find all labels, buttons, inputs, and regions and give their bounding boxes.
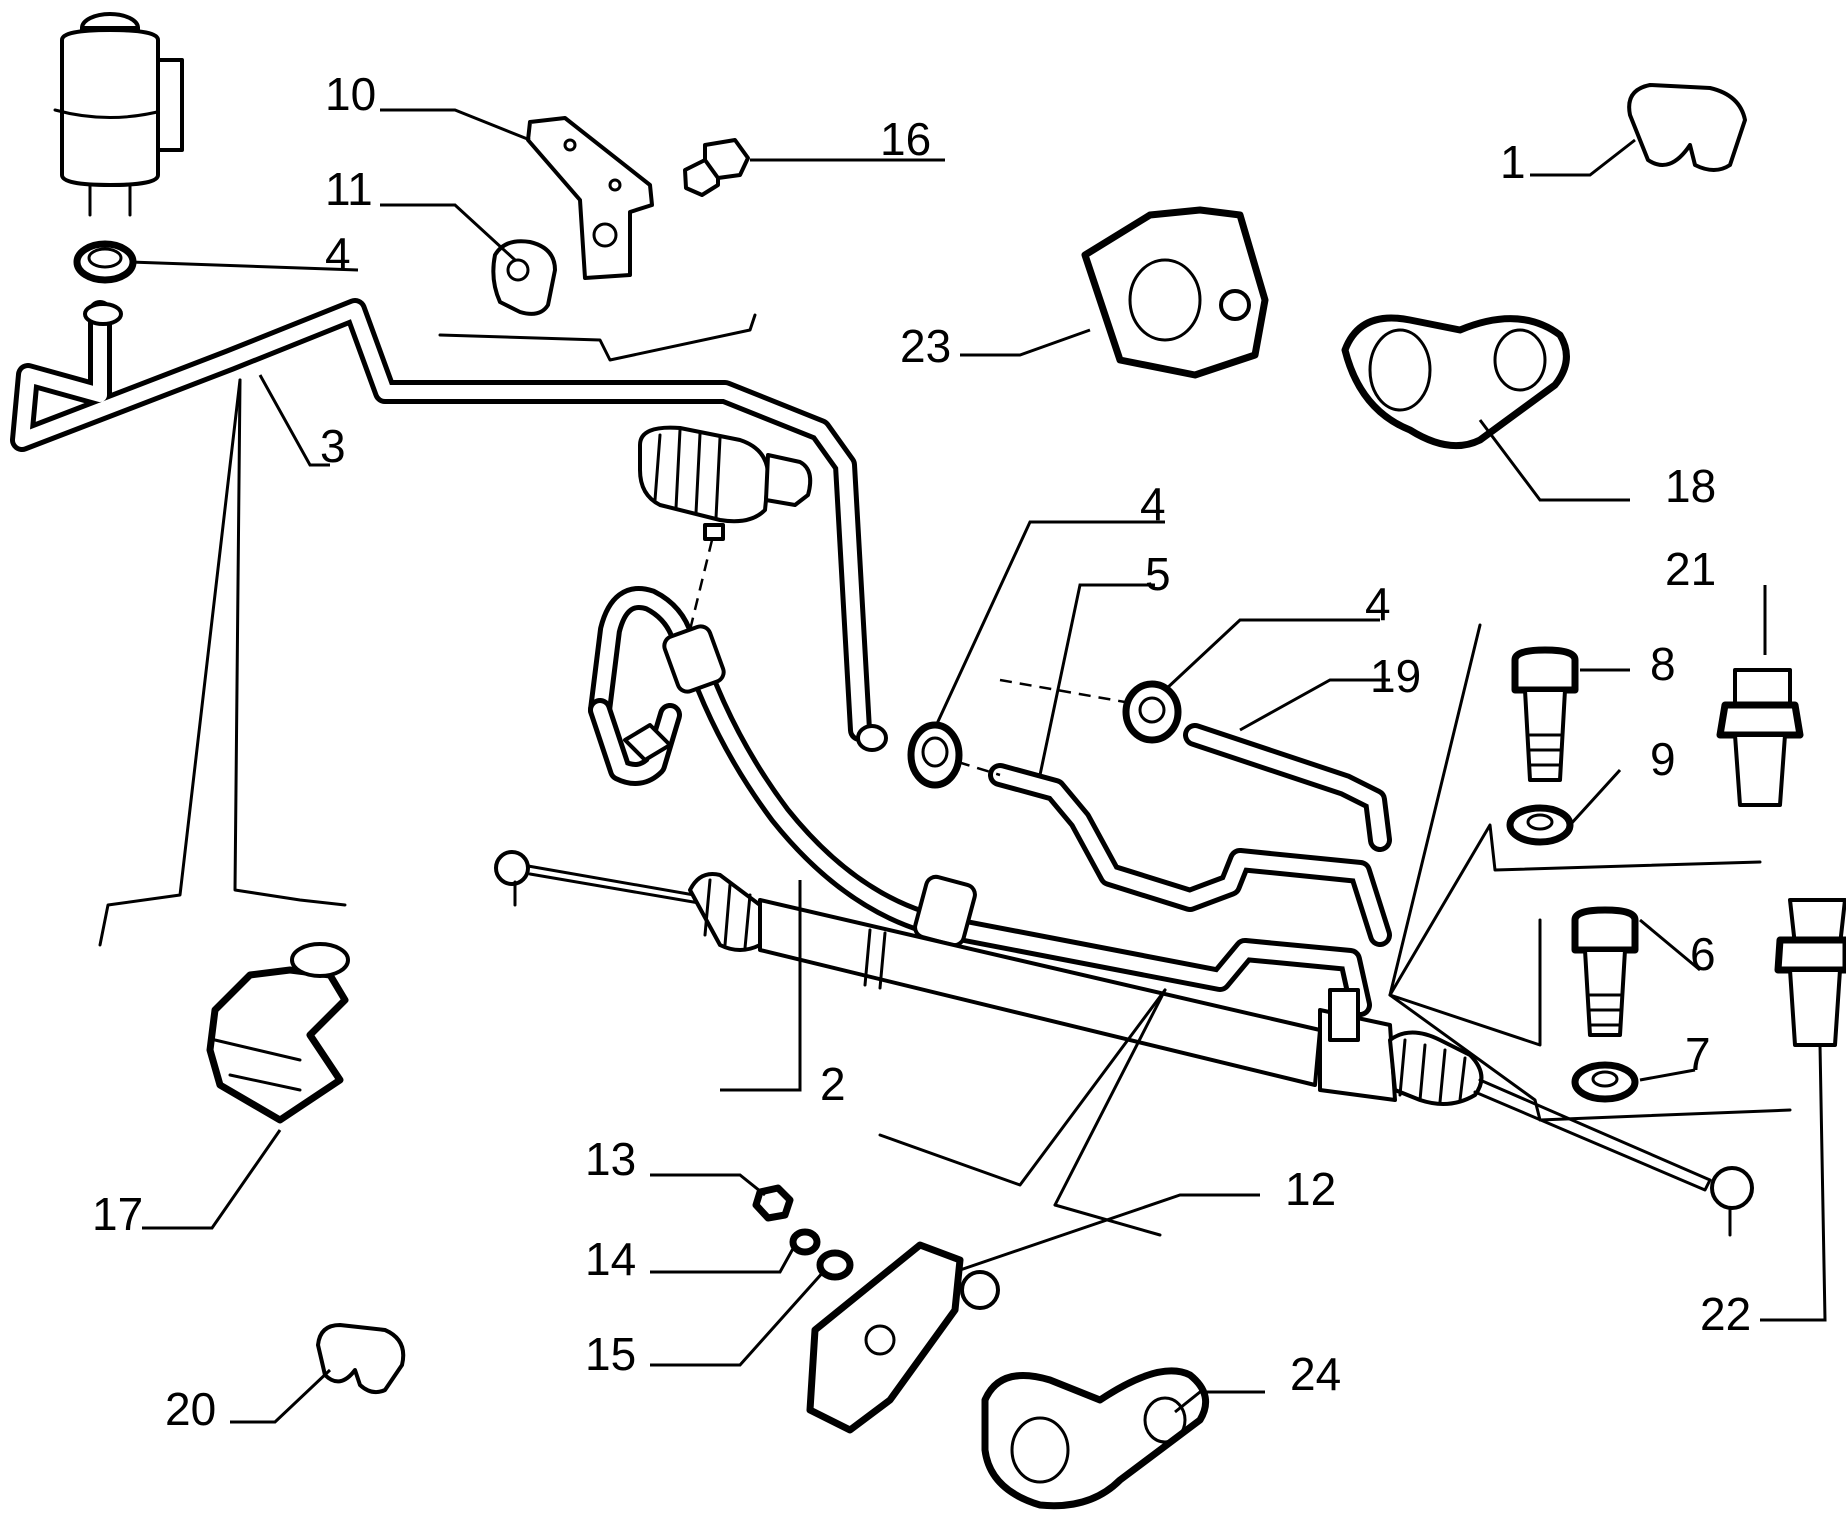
hose-clip-small — [491, 239, 557, 316]
threaded-fitting-small — [683, 138, 750, 197]
part-label-14: 14 — [585, 1233, 636, 1285]
part-label-13: 13 — [585, 1133, 636, 1185]
part-label-5: 5 — [1145, 548, 1171, 600]
part-label-20: 20 — [165, 1383, 216, 1435]
steering-pump — [638, 425, 813, 541]
part-label-4-upper-left: 4 — [325, 228, 351, 280]
part-label-24: 24 — [1290, 1348, 1341, 1400]
part-label-10: 10 — [325, 68, 376, 120]
part-label-9: 9 — [1650, 733, 1676, 785]
part-label-2: 2 — [820, 1058, 846, 1110]
part-label-7: 7 — [1685, 1028, 1711, 1080]
sealing-washer-7 — [1571, 1061, 1639, 1103]
lock-washer-14 — [789, 1228, 821, 1256]
leader-lines — [129, 108, 1827, 1424]
part-label-12: 12 — [1285, 1163, 1336, 1215]
hose-clamp-upper-left — [73, 240, 137, 284]
group-bracket-10-11 — [438, 313, 757, 362]
part-number-labels: 1 2 3 4 4 4 5 6 7 8 9 10 11 12 13 14 15 … — [92, 68, 1751, 1435]
clip-bracket-12 — [806, 1241, 1000, 1434]
part-label-11: 11 — [325, 163, 373, 215]
part-label-3: 3 — [320, 420, 346, 472]
double-clip-18 — [1341, 314, 1570, 450]
mounting-bracket — [526, 116, 654, 280]
steering-rack — [494, 850, 1754, 1237]
washer-15 — [816, 1249, 854, 1281]
part-label-23: 23 — [900, 320, 951, 372]
hose-clamp-right — [1122, 680, 1182, 744]
group-bracket-6-7 — [1388, 918, 1792, 1122]
hose-clip-1 — [1627, 83, 1747, 172]
hose-union-22 — [1774, 898, 1846, 1047]
pressure-hose — [588, 539, 1372, 1017]
banjo-bolt-8 — [1511, 646, 1579, 782]
part-label-22: 22 — [1700, 1288, 1751, 1340]
part-label-21: 21 — [1665, 543, 1716, 595]
banjo-bolt-6 — [1571, 906, 1639, 1037]
part-label-4-middle: 4 — [1140, 478, 1166, 530]
part-label-8: 8 — [1650, 638, 1676, 690]
part-label-19: 19 — [1370, 650, 1421, 702]
fluid-reservoir — [53, 12, 184, 217]
hose-clip-20 — [316, 1323, 406, 1395]
group-bracket-3 — [98, 378, 347, 947]
connecting-hose — [957, 760, 1392, 947]
double-clip-23 — [1081, 206, 1269, 379]
part-label-15: 15 — [585, 1328, 636, 1380]
part-label-6: 6 — [1690, 928, 1716, 980]
hose-clamp-middle — [907, 721, 963, 789]
rack-mounting-bracket — [206, 942, 350, 1124]
part-label-16: 16 — [880, 113, 931, 165]
group-bracket-8-9 — [1388, 623, 1762, 997]
part-label-18: 18 — [1665, 460, 1716, 512]
part-label-1: 1 — [1500, 136, 1526, 188]
sealing-washer-9 — [1506, 804, 1574, 846]
return-hose — [10, 298, 888, 752]
double-clip-24 — [981, 1367, 1210, 1510]
short-hose — [999, 678, 1392, 852]
part-label-17: 17 — [92, 1188, 143, 1240]
part-label-4-right: 4 — [1365, 578, 1391, 630]
hose-union-21 — [1716, 668, 1804, 807]
